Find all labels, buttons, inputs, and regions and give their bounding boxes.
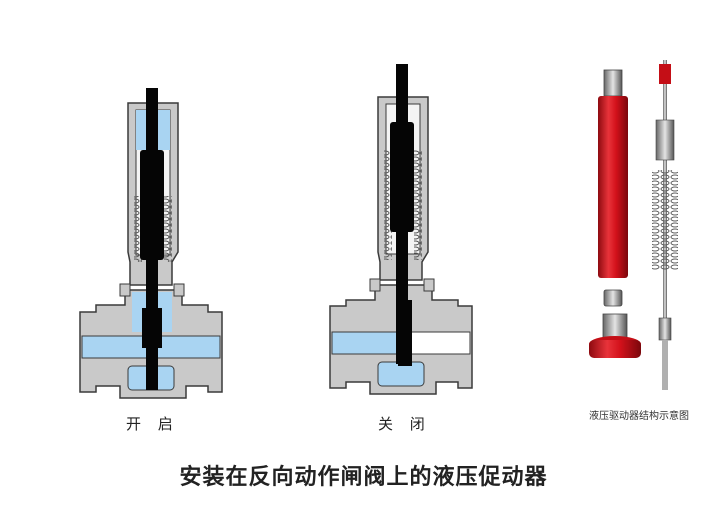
valve-open-illustration <box>79 88 223 399</box>
hydraulic-actuator-photo <box>589 60 678 390</box>
actuator-caption: 液压驱动器结构示意图 <box>589 411 689 422</box>
page-title: 安装在反向动作闸阀上的液压促动器 <box>179 465 548 490</box>
valve-closed-illustration <box>329 64 473 395</box>
closed-state-label: 关 闭 <box>378 415 431 433</box>
open-state-label: 开 启 <box>126 415 179 433</box>
